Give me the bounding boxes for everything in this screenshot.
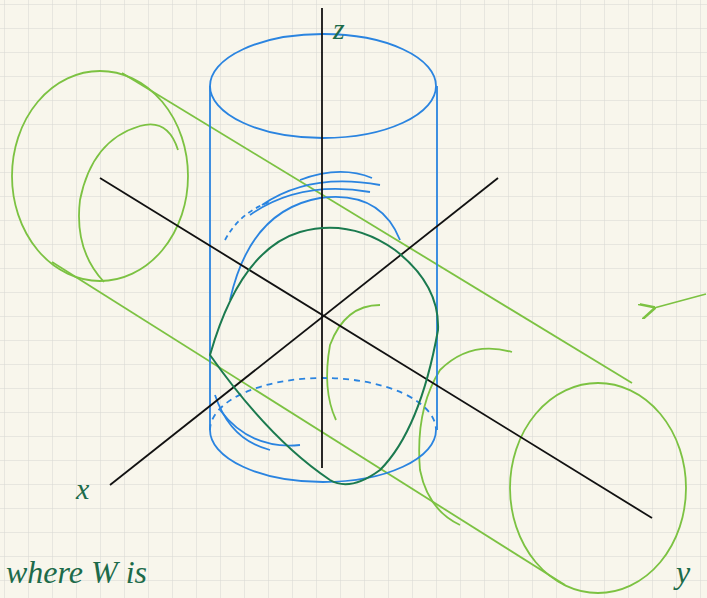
view-arrow [654,294,706,308]
handwritten-note: where W is [6,556,147,588]
axes [100,8,652,518]
intersection-curve [210,228,438,484]
axis-label: z [333,14,345,44]
vertical-cylinder [210,34,437,482]
horizontal-cylinder [12,71,686,593]
axis-label: y [676,556,690,588]
axis-label: x [76,474,89,504]
